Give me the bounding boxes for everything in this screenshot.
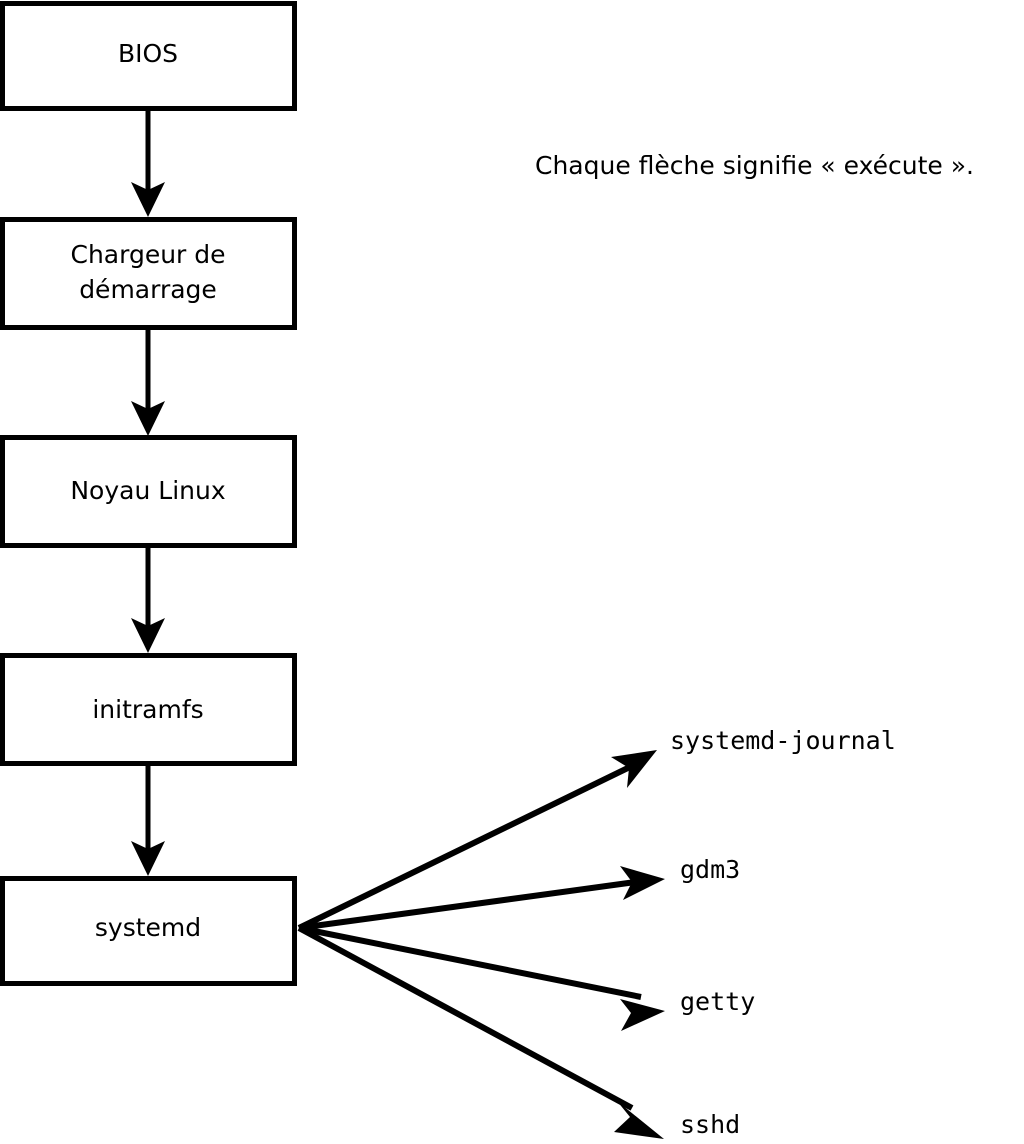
stage-label-bootloader-line2: démarrage <box>79 275 217 304</box>
arrow-head-icon <box>620 999 665 1031</box>
stage-box-initramfs[interactable]: initramfs <box>0 653 297 766</box>
fan-arrow-gdm3 <box>298 866 665 931</box>
fan-arrow-sshd <box>297 925 664 1139</box>
fan-arrow-getty <box>298 925 665 1031</box>
stage-box-systemd[interactable]: systemd <box>0 876 297 986</box>
arrow-head-icon <box>131 841 165 876</box>
service-label-getty: getty <box>680 987 755 1016</box>
flow-arrow-bootloader-to-kernel <box>131 328 165 436</box>
flow-arrow-initramfs-to-systemd <box>131 766 165 876</box>
service-label-systemd-journal: systemd-journal <box>670 726 896 755</box>
diagram-note: Chaque flèche signifie « exécute ». <box>535 151 974 180</box>
arrow-head-icon <box>131 182 165 217</box>
service-label-sshd: sshd <box>680 1110 740 1139</box>
stage-label-bootloader-line1: Chargeur de <box>70 240 225 269</box>
fan-arrow-systemd-journal <box>297 750 657 931</box>
arrow-head-icon <box>131 401 165 436</box>
arrow-head-icon <box>614 1101 664 1139</box>
stage-label-bios: BIOS <box>118 39 178 68</box>
flow-arrow-kernel-to-initramfs <box>131 546 165 653</box>
stage-label-kernel: Noyau Linux <box>70 476 225 505</box>
stage-label-systemd: systemd <box>95 913 201 942</box>
arrow-head-icon <box>620 866 665 900</box>
service-label-gdm3: gdm3 <box>680 855 740 884</box>
arrow-head-icon <box>611 750 657 788</box>
flow-arrow-bios-to-bootloader <box>131 108 165 217</box>
arrow-head-icon <box>131 618 165 653</box>
stage-label-initramfs: initramfs <box>92 695 203 724</box>
stage-box-kernel[interactable]: Noyau Linux <box>0 435 297 548</box>
stage-box-bootloader[interactable]: Chargeur de démarrage <box>0 217 297 330</box>
stage-box-bios[interactable]: BIOS <box>0 1 297 111</box>
